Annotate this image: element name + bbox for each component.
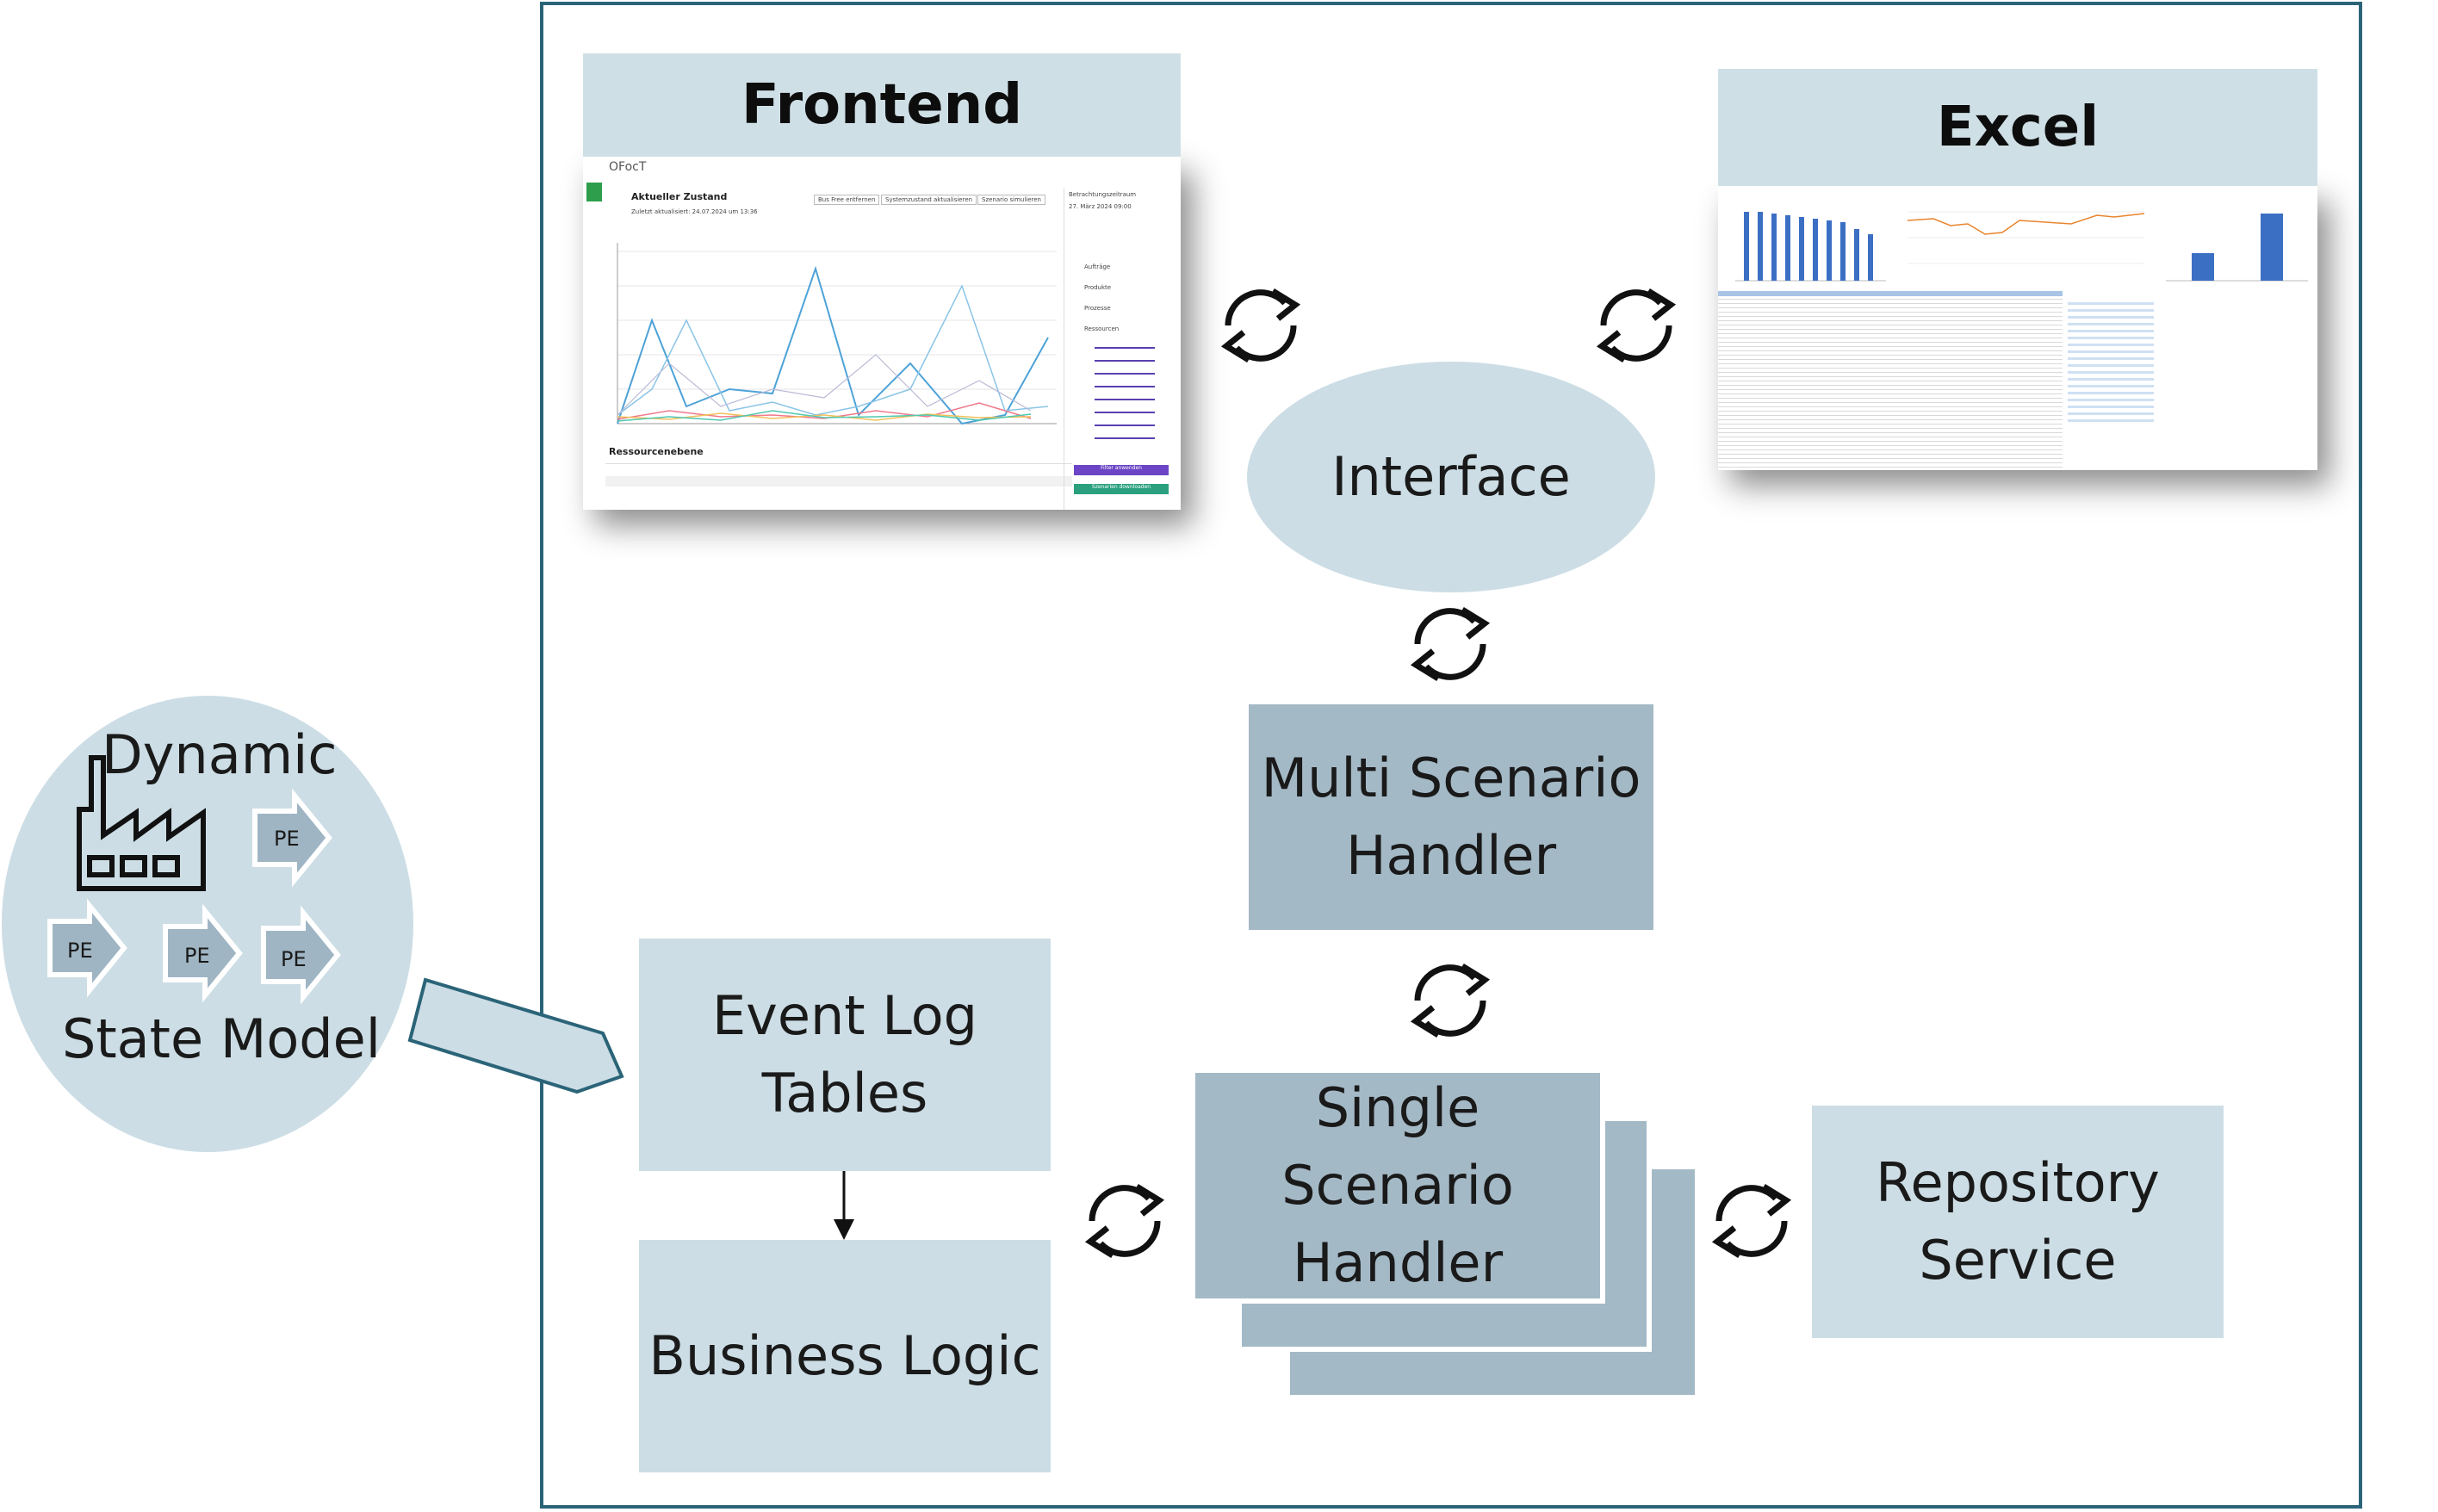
sync-cycle-icon <box>1410 607 1491 681</box>
frontend-table <box>605 463 1072 507</box>
frontend-button[interactable]: Bus Free entfernen <box>814 195 880 205</box>
excel-table <box>1718 291 2063 470</box>
frontend-logo: OFocT <box>609 160 647 174</box>
frontend-title: Frontend <box>583 53 1181 157</box>
frontend-button[interactable]: Szenario simulieren <box>977 195 1045 205</box>
sync-cycle-icon <box>1711 1184 1792 1258</box>
state-model-subtitle: State Model <box>62 1007 381 1070</box>
excel-bar-chart <box>1735 212 1886 282</box>
input-arrow-icon <box>407 977 624 1094</box>
excel-side-table <box>2068 298 2154 424</box>
frontend-button[interactable]: Systemzustand aktualisieren <box>881 195 977 205</box>
single-scenario-handler-node: Single Scenario Handler <box>1190 1068 1605 1304</box>
pe-label: PE <box>274 827 300 851</box>
frontend-screenshot: OFocT Aktueller Zustand Zuletzt aktualis… <box>583 157 1181 510</box>
sidebar-filter-button[interactable]: Filter anwenden <box>1074 465 1169 475</box>
pe-arrow-icon <box>163 903 243 1003</box>
repository-service-node: Repository Service <box>1812 1106 2224 1338</box>
excel-line-chart <box>1907 211 2145 264</box>
sidebar-title: Betrachtungszeitraum <box>1069 191 1137 198</box>
pe-arrow-icon <box>252 788 332 888</box>
sidebar-item[interactable]: Prozesse <box>1084 305 1111 312</box>
pe-arrow-icon <box>47 898 127 998</box>
sync-cycle-icon <box>1596 288 1677 363</box>
multi-scenario-handler-node: Multi Scenario Handler <box>1249 704 1653 930</box>
excel-title: Excel <box>1718 69 2317 186</box>
excel-table-header <box>1718 291 2063 296</box>
pe-label: PE <box>184 944 210 968</box>
sidebar-date: 27. März 2024 09:00 <box>1069 203 1132 210</box>
frontend-header-title: Aktueller Zustand <box>631 191 728 202</box>
sidebar-item[interactable]: Produkte <box>1084 284 1112 291</box>
frontend-section-title: Ressourcenebene <box>609 446 704 457</box>
factory-icon <box>77 755 206 891</box>
event-log-tables-node: Event Log Tables <box>639 939 1051 1171</box>
sidebar-item[interactable]: Ressourcen <box>1084 325 1120 332</box>
frontend-line-chart <box>617 243 1057 425</box>
business-logic-node: Business Logic <box>639 1240 1051 1472</box>
pe-label: PE <box>67 939 93 963</box>
sidebar-item[interactable]: Aufträge <box>1084 263 1111 270</box>
pe-label: PE <box>281 947 307 971</box>
state-model-title: Dynamic <box>102 723 338 786</box>
frontend-header-sub: Zuletzt aktualisiert: 24.07.2024 um 13:3… <box>631 208 758 215</box>
sync-cycle-icon <box>1410 964 1491 1038</box>
down-arrow-icon <box>834 1171 854 1240</box>
logo-icon <box>586 183 602 201</box>
sidebar-download-button[interactable]: Szenarien downloaden <box>1074 484 1169 494</box>
excel-column-chart <box>2166 214 2308 282</box>
sync-cycle-icon <box>1084 1184 1165 1258</box>
system-boundary-frame <box>540 2 2362 1509</box>
excel-screenshot <box>1718 186 2317 470</box>
interface-node: Interface <box>1247 362 1655 592</box>
frontend-sidebar <box>1064 188 1181 510</box>
pe-arrow-icon <box>261 905 341 1005</box>
sidebar-checkbox-list <box>1095 339 1155 443</box>
sync-cycle-icon <box>1220 288 1301 363</box>
